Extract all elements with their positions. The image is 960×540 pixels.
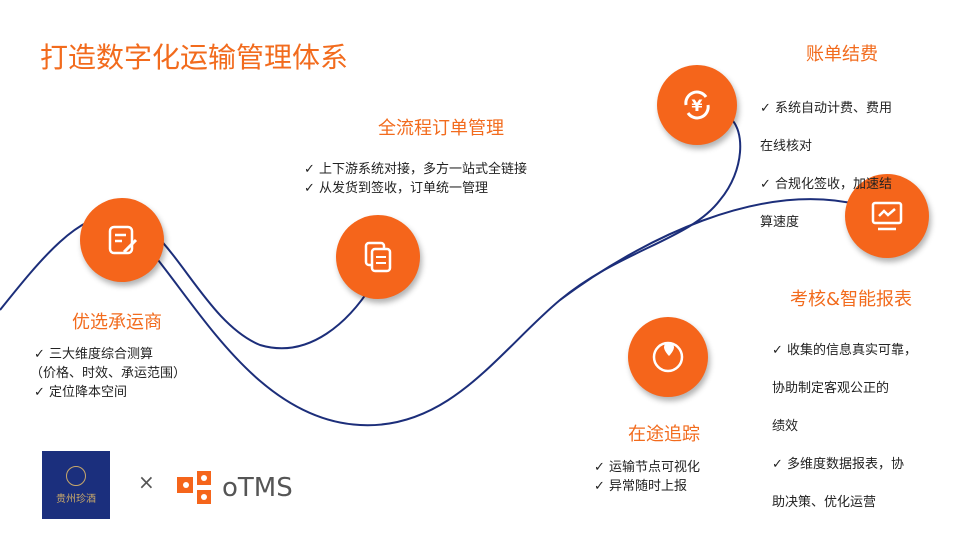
partner-logo-text: 贵州珍酒 <box>56 493 96 505</box>
heading-carrier: 优选承运商 <box>72 312 162 333</box>
tracking-circle <box>628 317 708 397</box>
page-title: 打造数字化运输管理体系 <box>40 41 349 74</box>
list-carrier: ✓ 三大维度综合测算 （价格、时效、承运范围） ✓ 定位降本空间 <box>30 345 186 402</box>
list-order: ✓ 上下游系统对接，多方一站式全链接 ✓ 从发货到签收，订单统一管理 <box>304 160 527 198</box>
list-billing: ✓ 系统自动计费、费用 在线核对 ✓ 合规化签收，加速结 算速度 <box>760 80 892 232</box>
list-item: ✓ 合规化签收，加速结 <box>760 177 893 192</box>
list-item: ✓ 系统自动计费、费用 <box>760 101 893 116</box>
list-report: ✓ 收集的信息真实可靠， 协助制定客观公正的 绩效 ✓ 多维度数据报表，协 助决… <box>772 322 917 512</box>
heading-tracking: 在途追踪 <box>628 424 700 445</box>
svg-text:¥: ¥ <box>691 96 702 115</box>
heading-billing: 账单结费 <box>806 44 878 65</box>
list-item: ✓ 收集的信息真实可靠， <box>772 343 918 358</box>
list-item: ✓ 从发货到签收，订单统一管理 <box>304 181 489 196</box>
times-symbol: × <box>138 470 155 494</box>
list-tracking: ✓ 运输节点可视化 ✓ 异常随时上报 <box>594 458 700 496</box>
laurel-emblem-icon <box>66 465 86 486</box>
otms-logo: oTMS <box>176 470 293 506</box>
documents-icon <box>364 241 392 273</box>
list-item: ✓ 异常随时上报 <box>594 479 688 494</box>
billing-circle: ¥ <box>657 65 737 145</box>
list-item: ✓ 定位降本空间 <box>34 385 128 400</box>
heading-order: 全流程订单管理 <box>378 118 504 139</box>
otms-logo-icon <box>177 471 211 504</box>
list-item: （价格、时效、承运范围） <box>30 366 187 381</box>
order-circle <box>336 215 420 299</box>
monitor-chart-icon <box>871 201 903 231</box>
list-item: ✓ 运输节点可视化 <box>594 460 701 475</box>
carrier-circle <box>80 198 164 282</box>
list-item: 协助制定客观公正的 <box>772 381 890 396</box>
yen-cycle-icon: ¥ <box>684 90 710 120</box>
report-circle <box>845 174 929 258</box>
edit-document-icon <box>108 225 138 255</box>
otms-logo-text: oTMS <box>222 473 293 503</box>
list-item: 助决策、优化运营 <box>772 495 877 510</box>
list-item: 绩效 <box>772 419 799 434</box>
list-item: ✓ 上下游系统对接，多方一站式全链接 <box>304 162 528 177</box>
heading-report: 考核&智能报表 <box>790 289 913 310</box>
partner-logo: 贵州珍酒 <box>42 451 110 519</box>
list-item: 在线核对 <box>760 139 813 154</box>
map-pin-icon <box>652 341 684 373</box>
list-item: 算速度 <box>760 215 800 230</box>
list-item: ✓ 三大维度综合测算 <box>34 347 154 362</box>
list-item: ✓ 多维度数据报表，协 <box>772 457 905 472</box>
